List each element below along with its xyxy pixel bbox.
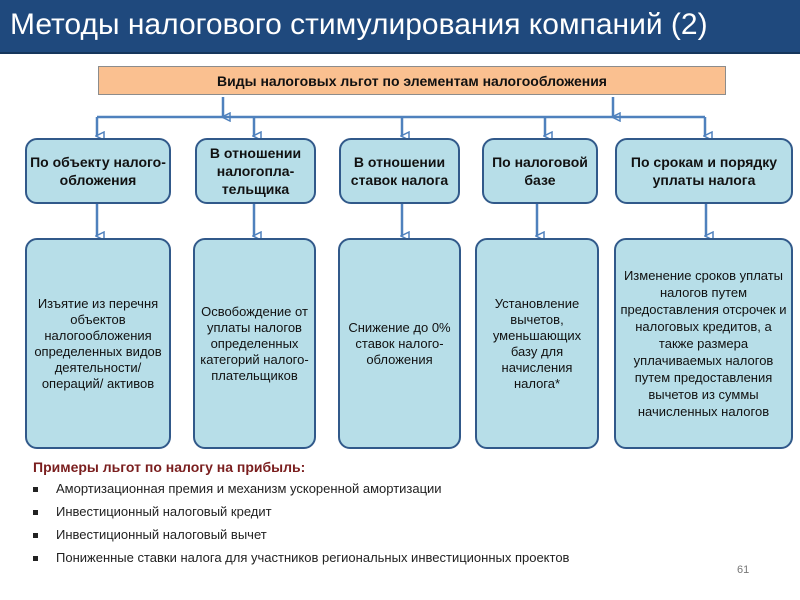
example-text: Инвестиционный налоговый кредит [56,504,272,519]
bullet-icon [33,556,38,562]
category-box-rates: В отношении ставок налога [339,138,460,204]
example-item: Амортизационная премия и механизм ускоре… [33,481,442,496]
category-label: В отношении налогопла-тельщика [209,145,302,197]
page-number: 61 [737,564,750,576]
detail-box-object: Изъятие из перечня объектов налогообложе… [25,238,171,449]
detail-box-base: Установление вычетов, уменьшающих базу д… [475,238,599,449]
detail-text: Изъятие из перечня объектов налогообложе… [34,295,162,391]
category-label: По срокам и порядку уплаты налога [630,154,778,188]
slide-title: Методы налогового стимулирования компани… [10,8,708,41]
bullet-icon [33,533,38,539]
example-item: Пониженные ставки налога для участников … [33,550,569,565]
category-label: По налоговой базе [492,154,588,188]
bullet-icon [33,510,38,516]
example-text: Амортизационная премия и механизм ускоре… [56,481,442,496]
top-category-box: Виды налоговых льгот по элементам налого… [98,66,726,95]
detail-text: Изменение сроков уплаты налогов путем пр… [620,268,787,419]
detail-text: Установление вычетов, уменьшающих базу д… [492,295,582,391]
detail-box-terms: Изменение сроков уплаты налогов путем пр… [614,238,793,449]
detail-text: Освобождение от уплаты налогов определен… [200,303,309,383]
example-item: Инвестиционный налоговый вычет [33,527,267,542]
example-text: Пониженные ставки налога для участников … [56,550,570,565]
category-box-object: По объекту налого-обложения [25,138,171,204]
example-text: Инвестиционный налоговый вычет [56,527,267,542]
detail-box-rates: Снижение до 0% ставок налого-обложения [338,238,461,449]
detail-box-taxpayer: Освобождение от уплаты налогов определен… [193,238,316,449]
category-label: В отношении ставок налога [350,154,449,188]
category-box-terms: По срокам и порядку уплаты налога [615,138,793,204]
category-box-base: По налоговой базе [482,138,598,204]
category-box-taxpayer: В отношении налогопла-тельщика [195,138,316,204]
detail-text: Снижение до 0% ставок налого-обложения [348,319,451,367]
category-label: По объекту налого-обложения [30,154,166,188]
examples-section: Примеры льгот по налогу на прибыль: [33,459,305,475]
example-item: Инвестиционный налоговый кредит [33,504,272,519]
bullet-icon [33,487,38,493]
examples-heading: Примеры льгот по налогу на прибыль: [33,459,306,475]
title-bar: Методы налогового стимулирования компани… [0,0,800,54]
